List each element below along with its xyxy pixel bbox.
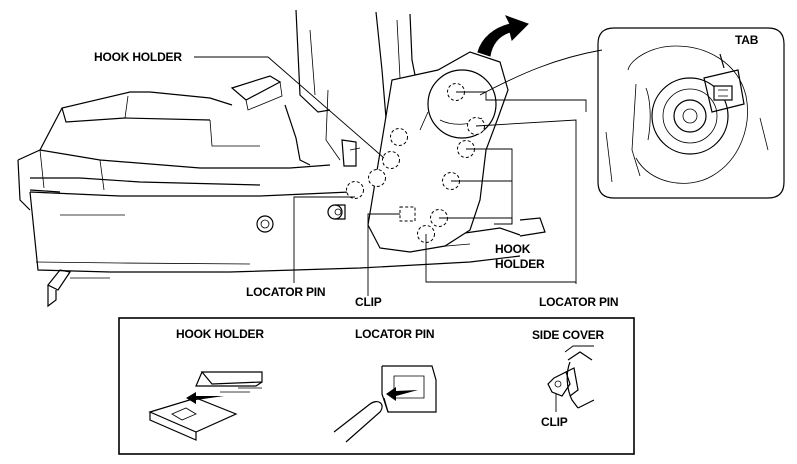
label-locator-pin-left: LOCATOR PIN <box>246 285 325 299</box>
dashed-clip-square <box>399 206 416 222</box>
legend-label-side-cover: SIDE COVER <box>532 328 605 342</box>
label-hook-holder-right-line2: HOLDER <box>495 257 545 271</box>
label-locator-pin-right: LOCATOR PIN <box>539 295 618 309</box>
legend-label-locator-pin: LOCATOR PIN <box>355 327 434 341</box>
label-tab: TAB <box>735 33 759 47</box>
legend-locator-pin-illustration <box>333 365 437 443</box>
legend-side-cover-clip-illustration <box>547 345 595 412</box>
legend-label-clip: CLIP <box>541 415 568 429</box>
side-cover-panel <box>367 51 509 253</box>
legend-hook-holder-illustration <box>148 371 263 441</box>
legend-box <box>118 317 635 455</box>
label-hook-holder-right-line1: HOOK <box>495 242 531 256</box>
seat-cushion-frame <box>17 9 546 308</box>
label-clip-main: CLIP <box>355 295 382 309</box>
legend-label-hook-holder: HOOK HOLDER <box>176 327 264 341</box>
label-hook-holder-top: HOOK HOLDER <box>94 50 182 64</box>
tab-detail-inset <box>597 27 785 199</box>
removal-direction-arrow <box>477 15 529 57</box>
leader-lines <box>194 49 603 296</box>
